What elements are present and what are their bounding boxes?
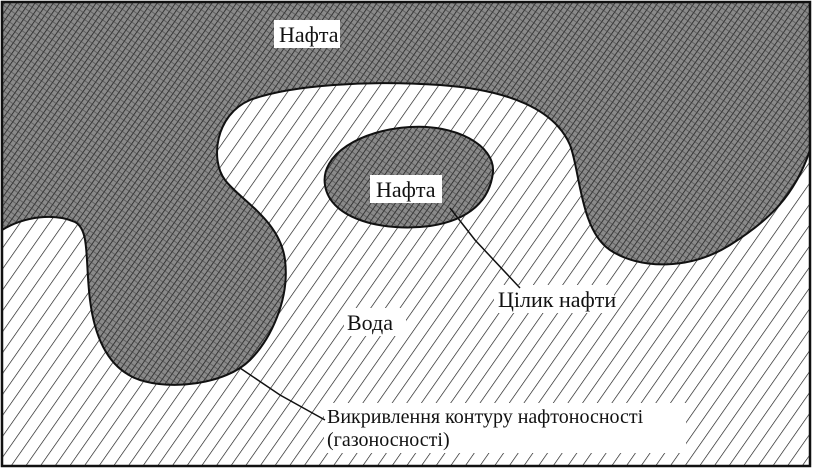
leader-line-pillar [449,207,521,289]
label-bg-water [344,308,406,336]
label-bg-contour [324,403,686,453]
label-water: Вода [347,310,393,335]
label-contour-line1: Викривлення контуру нафтоносності [327,406,644,428]
label-bg-oil-top [274,20,340,48]
label-bg-oil-center [370,175,442,203]
oil-region-top [2,2,810,386]
label-oil-center: Нафта [376,177,436,202]
leader-line-contour [239,367,326,421]
label-bg-pillar [494,285,614,313]
label-contour-line2: (газоносності) [327,429,450,451]
label-oil-pillar: Цілик нафти [498,287,616,312]
label-oil-top: Нафта [279,22,339,47]
